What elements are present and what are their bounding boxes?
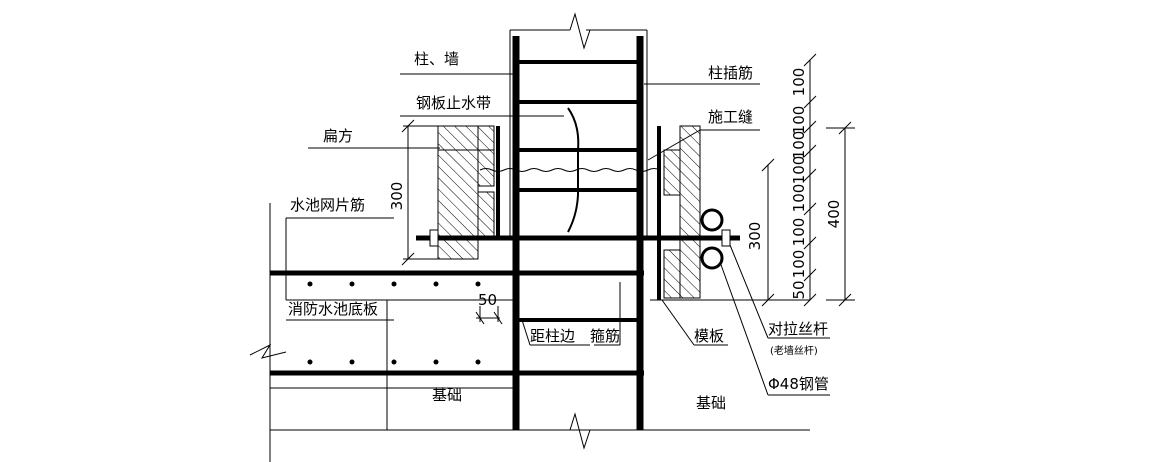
dim-stack-5: 100 [790, 218, 808, 247]
label-formwork: 模板 [694, 327, 724, 345]
dim-right-300: 300 [746, 222, 764, 251]
dowel-rebar-curve [567, 107, 580, 233]
construction-joint-line [479, 168, 661, 172]
steel-pipe-circles [700, 208, 724, 270]
label-column-wall: 柱、墙 [414, 50, 459, 68]
label-stirrup: 箍筋 [590, 327, 620, 345]
dim-stack-3: 100 [790, 156, 808, 185]
label-tie-rod-note: (老墙丝杆) [770, 344, 818, 357]
dim-stack-6: 100 [790, 250, 808, 279]
dim-stack-0: 100 [790, 68, 808, 97]
label-mesh-rebar: 水池网片筋 [290, 196, 365, 214]
dim-stack-7: 50 [790, 280, 808, 299]
label-tie-rod: 对拉丝杆 [768, 320, 828, 338]
dim-edge-50: 50 [478, 291, 497, 309]
label-construction-joint: 施工缝 [708, 108, 753, 126]
label-dowel-rebar: 柱插筋 [708, 64, 753, 82]
right-formwork [657, 125, 701, 300]
concrete-outline [249, 12, 810, 462]
dimension-lines [401, 53, 855, 325]
label-pool-slab: 消防水池底板 [288, 300, 378, 318]
label-steel-pipe: Φ48钢管 [768, 375, 829, 393]
dim-stack-1: 100 [790, 106, 808, 135]
label-foundation-right: 基础 [696, 394, 726, 412]
slab-rebars [270, 270, 644, 376]
dim-stack-2: 100 [790, 131, 808, 160]
dim-left-300: 300 [388, 182, 406, 211]
label-foundation-left: 基础 [432, 386, 462, 404]
label-distance-from-edge: 距柱边 [530, 327, 575, 345]
label-timber: 扁方 [323, 127, 353, 145]
leader-lines [285, 73, 830, 396]
slab-rebar-dots [307, 281, 481, 365]
label-steel-waterstop: 钢板止水带 [416, 94, 491, 112]
dim-right-400: 400 [825, 200, 843, 229]
dim-stack-4: 100 [790, 184, 808, 213]
left-timber-block [437, 125, 495, 260]
